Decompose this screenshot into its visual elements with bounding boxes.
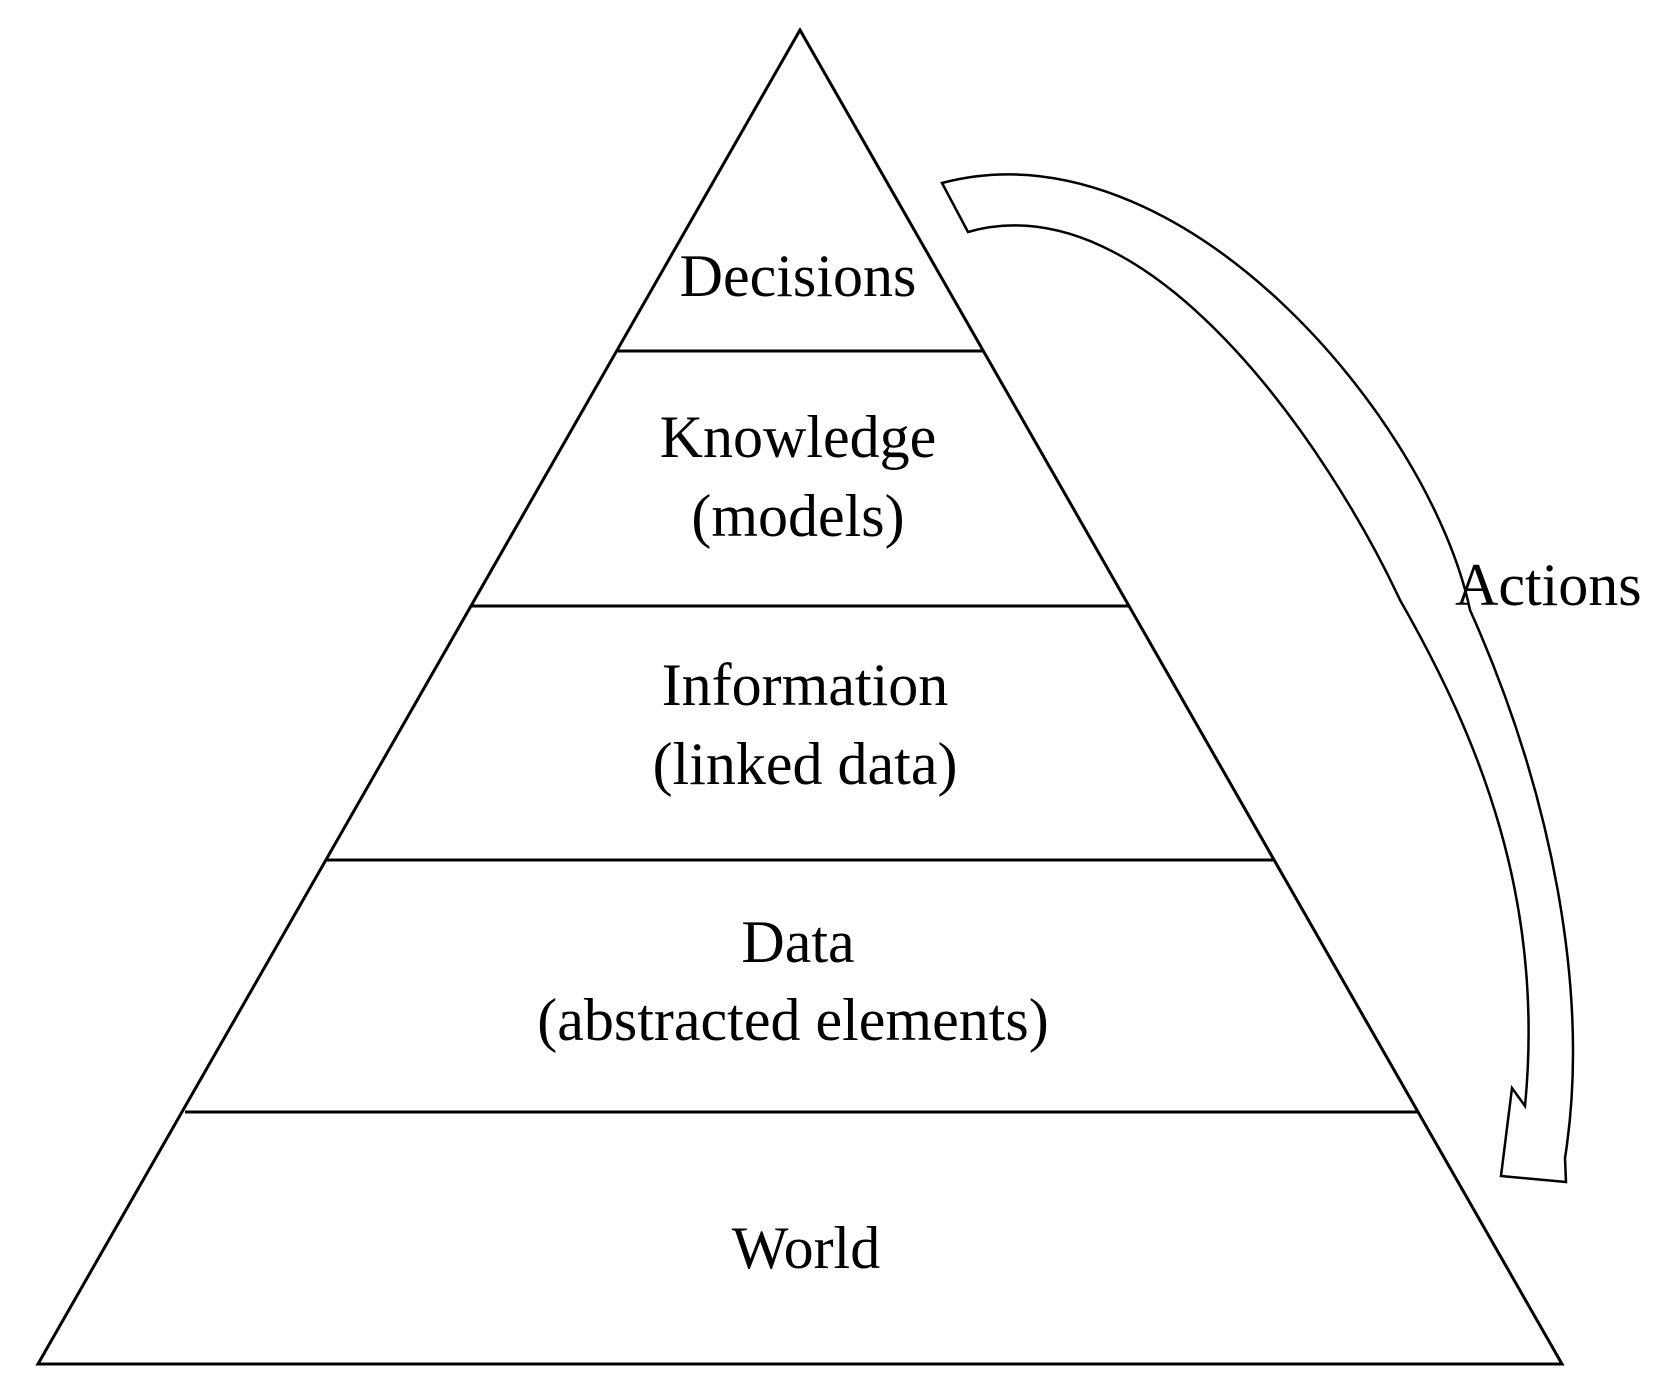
level-data-subtitle: (abstracted elements) <box>537 987 1048 1053</box>
pyramid-outline <box>35 26 1565 1366</box>
level-knowledge: Knowledge (models) <box>660 404 937 549</box>
level-data: Data (abstracted elements) <box>537 909 1048 1053</box>
actions-label: Actions <box>1455 552 1642 618</box>
level-information: Information (linked data) <box>653 652 958 797</box>
level-information-subtitle: (linked data) <box>653 731 958 797</box>
level-decisions-title: Decisions <box>680 243 917 309</box>
actions-arrow <box>940 173 1575 1184</box>
level-world: World <box>732 1215 880 1281</box>
level-world-title: World <box>732 1215 880 1281</box>
level-knowledge-subtitle: (models) <box>691 483 904 549</box>
level-data-title: Data <box>741 909 854 975</box>
level-information-title: Information <box>662 652 949 718</box>
level-knowledge-title: Knowledge <box>660 404 937 470</box>
level-decisions: Decisions <box>680 243 917 309</box>
